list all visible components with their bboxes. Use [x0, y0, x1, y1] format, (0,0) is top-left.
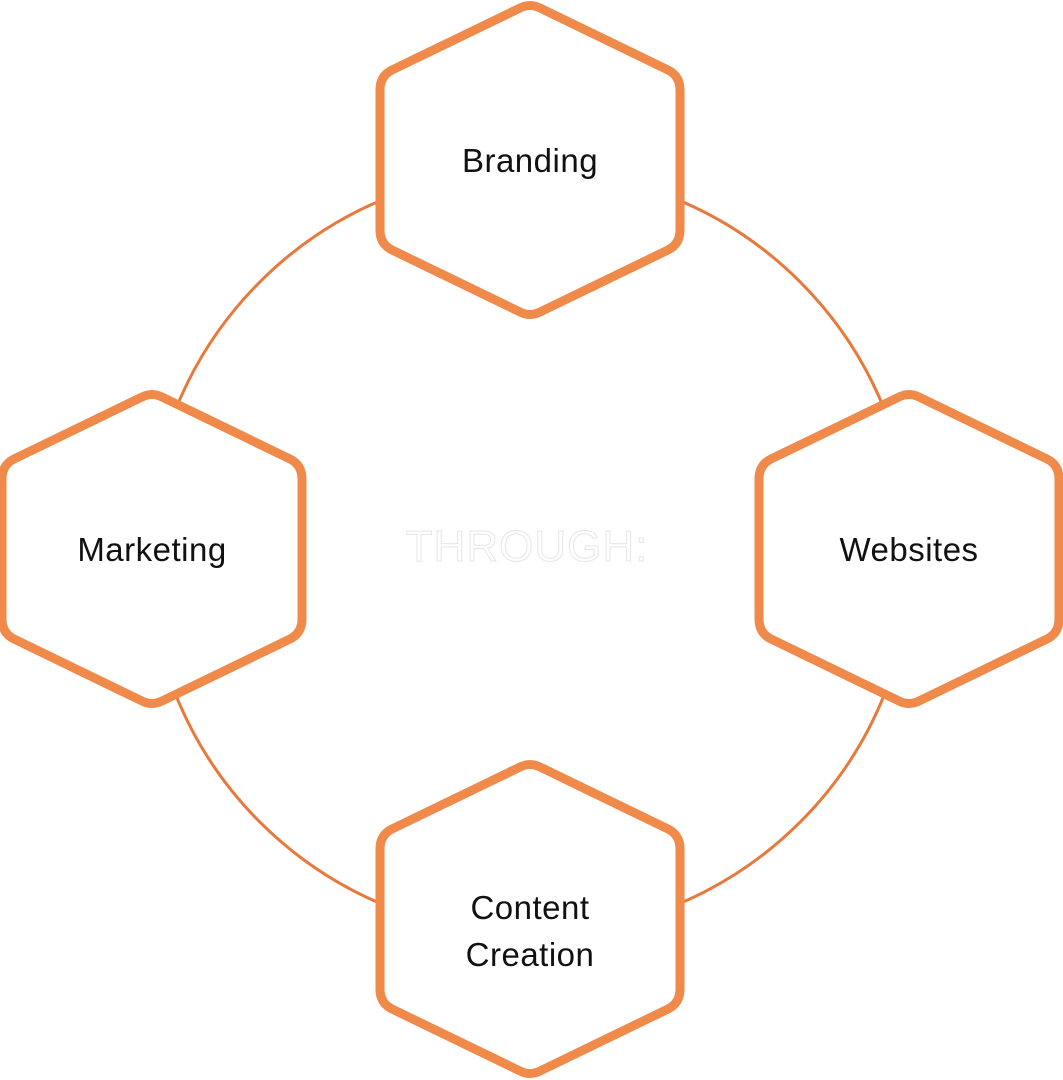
node-websites: Websites — [754, 390, 1063, 708]
node-label-line-1: Content — [470, 889, 589, 926]
node-label-line-2: Creation — [466, 936, 595, 973]
hexagon-shape — [375, 760, 685, 1078]
hexagon-shape — [375, 1, 685, 319]
hexagon-shape — [0, 390, 307, 708]
node-content-creation: Content Creation — [375, 760, 685, 1078]
node-label: Branding — [462, 142, 598, 179]
node-marketing: Marketing — [0, 390, 307, 708]
node-label: Marketing — [77, 531, 226, 568]
node-label: Websites — [839, 531, 978, 568]
hexagon-shape — [754, 390, 1063, 708]
center-text: THROUGH: — [406, 522, 649, 571]
node-branding: Branding — [375, 1, 685, 319]
